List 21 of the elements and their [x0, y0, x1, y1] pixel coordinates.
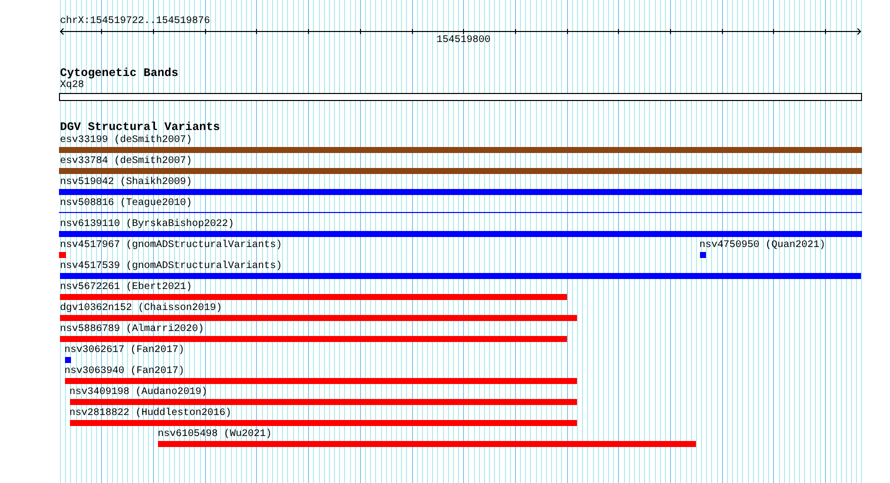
variant-label: nsv3063940 (Fan2017)	[64, 364, 184, 378]
band-label: Xq28	[60, 79, 84, 92]
variant-label: dgv10362n152 (Chaisson2019)	[60, 302, 222, 314]
variant-label: nsv3409198 (Audano2019)	[69, 386, 208, 398]
variant-label: nsv5672261 (Ebert2021)	[60, 280, 192, 294]
variant-label: nsv4750950 (Quan2021)	[699, 238, 826, 252]
variant-label: nsv3062617 (Fan2017)	[64, 344, 184, 356]
track-title: DGV Structural Variants	[60, 121, 220, 134]
variant-label: esv33199 (deSmith2007)	[60, 134, 192, 146]
track-title: Cytogenetic Bands	[60, 67, 178, 80]
variant-label: nsv508816 (Teague2010)	[60, 196, 192, 210]
variant-label: esv33784 (deSmith2007)	[60, 154, 192, 168]
variant-label: nsv6105498 (Wu2021)	[158, 428, 272, 440]
variant-label: nsv519042 (Shaikh2009)	[60, 176, 192, 188]
variant-label: nsv6139110 (ByrskaBishop2022)	[60, 218, 234, 230]
variant-label: nsv4517967 (gnomADStructuralVariants)	[60, 238, 282, 252]
tick-label: 154519800	[436, 34, 490, 46]
variant-label: nsv5886789 (Almarri2020)	[60, 322, 204, 336]
variant-label: nsv4517539 (gnomADStructuralVariants)	[60, 260, 282, 272]
region-label: chrX:154519722..154519876	[60, 14, 210, 28]
variant-label: nsv2818822 (Huddleston2016)	[69, 406, 232, 420]
